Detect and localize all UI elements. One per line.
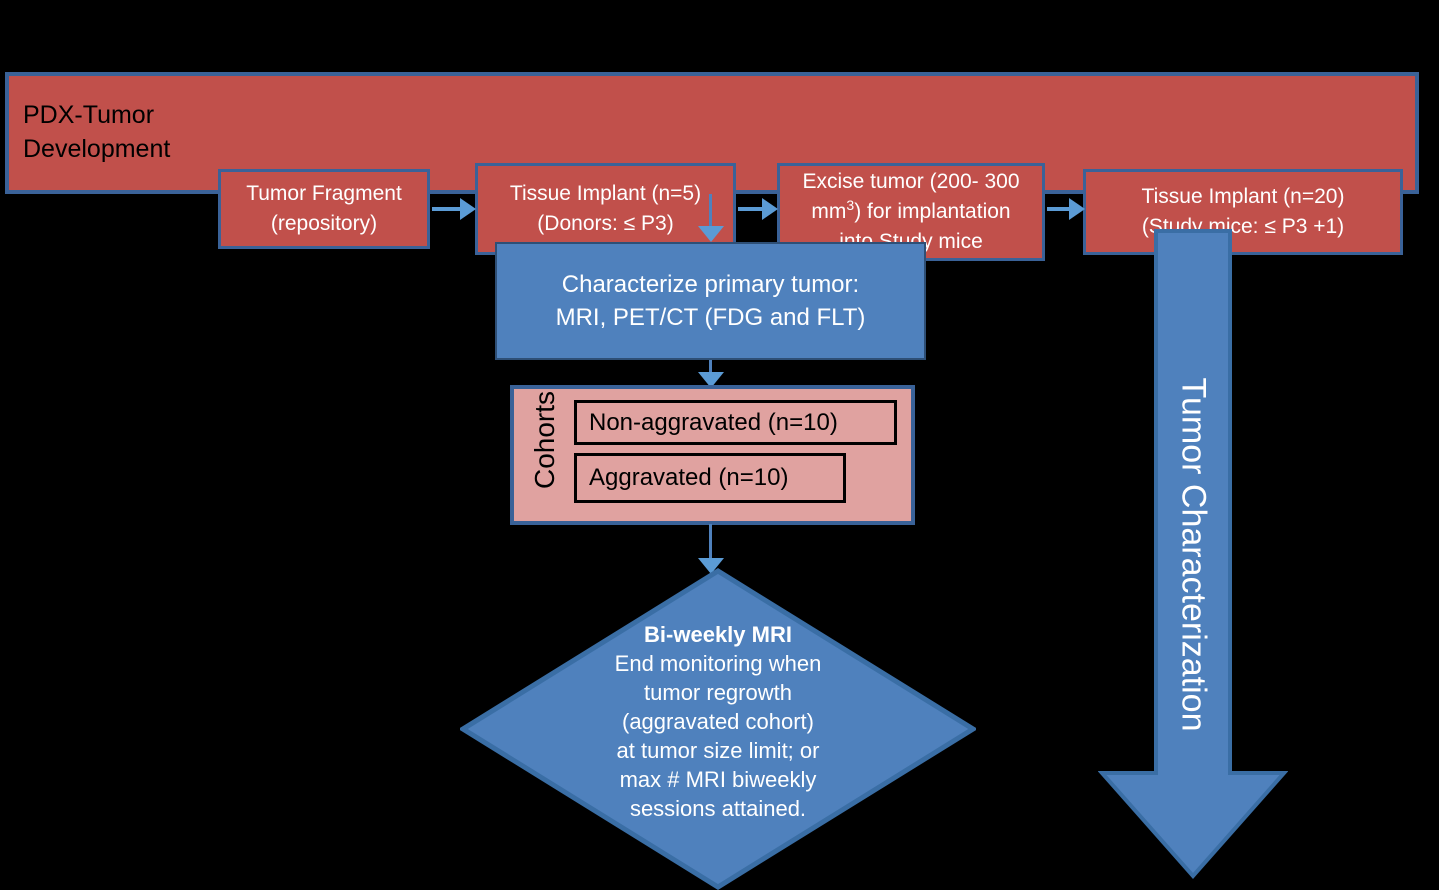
stage-box-line1: Tissue Implant (n=5) — [509, 182, 702, 205]
arrow-right-icon — [738, 198, 778, 220]
decision-text: Bi-weekly MRI End monitoring when tumor … — [460, 620, 976, 823]
tumor-characterization-label-wrap: Tumor Characterization — [1098, 228, 1288, 880]
arrow-down-icon — [698, 194, 724, 242]
stage-box-line2: (repository) — [270, 212, 378, 235]
stage-box-line1: Excise tumor (200- 300 — [802, 170, 1020, 193]
arrow-right-icon — [432, 198, 476, 220]
decision-line-3: (aggravated cohort) — [622, 709, 814, 734]
characterize-line2: MRI, PET/CT (FDG and FLT) — [555, 304, 866, 331]
decision-heading: Bi-weekly MRI — [644, 622, 792, 647]
stage-box-line2: (Donors: ≤ P3) — [537, 212, 674, 235]
arrow-down-large-icon — [1098, 229, 1288, 880]
stage-box-tumor-fragment[interactable]: Tumor Fragment (repository) — [218, 169, 430, 249]
characterize-primary-tumor-box[interactable]: Characterize primary tumor: MRI, PET/CT … — [495, 242, 926, 360]
decision-line-1: End monitoring when — [614, 651, 822, 676]
decision-line-6: sessions attained. — [629, 796, 807, 821]
decision-line-4: at tumor size limit; or — [616, 738, 820, 763]
stage-box-line2-post: ) for implantation — [854, 200, 1011, 223]
arrow-down-icon — [698, 524, 724, 574]
stage-box-line2-superscript: 3 — [846, 197, 855, 213]
tumor-characterization-label: Tumor Characterization — [1174, 377, 1213, 731]
pdx-tumor-development-banner: PDX-Tumor Development Tumor Fragment (re… — [5, 72, 1419, 261]
cohorts-label: Cohorts — [529, 390, 560, 490]
decision-line-2: tumor regrowth — [644, 680, 792, 705]
banner-label: PDX-Tumor Development — [23, 101, 171, 163]
characterize-line1: Characterize primary tumor: — [561, 271, 860, 298]
arrow-down-icon — [698, 360, 724, 388]
stage-box-line1: Tumor Fragment — [246, 182, 402, 205]
decision-line-5: max # MRI biweekly — [619, 767, 817, 792]
cohort-item-aggravated[interactable]: Aggravated (n=10) — [574, 453, 846, 503]
stage-box-line1: Tissue Implant (n=20) — [1141, 185, 1345, 208]
cohorts-box: Cohorts Non-aggravated (n=10) Aggravated… — [510, 385, 915, 525]
diamond-shape-icon — [460, 568, 976, 890]
tumor-characterization-arrow — [1098, 228, 1288, 880]
cohort-item-label: Non-aggravated (n=10) — [589, 408, 838, 436]
cohort-item-label: Aggravated (n=10) — [589, 464, 789, 491]
decision-diamond[interactable]: Bi-weekly MRI End monitoring when tumor … — [460, 568, 976, 890]
cohort-item-non-aggravated[interactable]: Non-aggravated (n=10) — [574, 400, 897, 445]
stage-box-tissue-implant-donors[interactable]: Tissue Implant (n=5) (Donors: ≤ P3) — [475, 163, 736, 255]
arrow-right-icon — [1047, 198, 1085, 220]
stage-box-line2-pre: mm — [811, 200, 847, 223]
